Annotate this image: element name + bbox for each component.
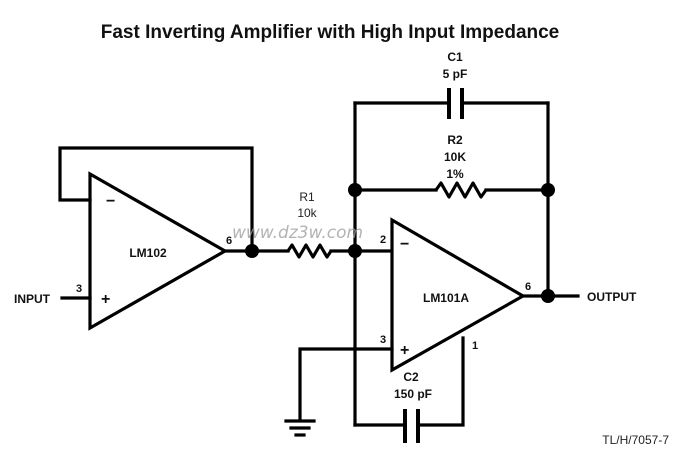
reference-code: TL/H/7057-7 <box>602 433 669 447</box>
junction-node <box>245 244 259 258</box>
c1-label: C1 <box>447 50 463 64</box>
diagram-title: Fast Inverting Amplifier with High Input… <box>101 22 560 43</box>
lm101a-pin6-label: 6 <box>525 281 531 293</box>
c2-label: C2 <box>403 370 419 384</box>
r2-tolerance: 1% <box>446 167 464 181</box>
ground-wire <box>298 347 394 422</box>
lm101a-pin2-label: 2 <box>380 234 386 246</box>
lm101a-noninverting-sign: + <box>400 342 409 359</box>
lm101a-pin3-label: 3 <box>380 334 386 346</box>
watermark: www.dz3w.com <box>232 223 363 243</box>
output-label: OUTPUT <box>587 290 637 304</box>
opamp-lm102-label: LM102 <box>129 246 167 260</box>
input-label: INPUT <box>14 292 51 306</box>
resistor-r2 <box>434 181 488 199</box>
lm101a-inverting-sign: − <box>400 236 409 253</box>
lm101a-pin1-label: 1 <box>472 340 478 352</box>
junction-node <box>541 289 555 303</box>
opamp-lm101a <box>390 217 527 373</box>
junction-node <box>541 183 555 197</box>
opamp-lm102 <box>88 171 229 331</box>
opamp-lm101a-label: LM101A <box>423 291 469 305</box>
r1-value: 10k <box>297 206 317 220</box>
lm102-pin6-label: 6 <box>226 235 232 247</box>
c2-value: 150 pF <box>394 387 432 401</box>
r2-value: 10K <box>444 150 466 164</box>
c1-value: 5 pF <box>443 67 468 81</box>
lm102-pin3-label: 3 <box>76 283 82 295</box>
c2-right-wire <box>416 336 465 427</box>
resistor-r1 <box>286 243 333 259</box>
lm102-noninverting-sign: + <box>101 291 110 308</box>
r2-label: R2 <box>447 133 463 147</box>
lm102-inverting-sign: − <box>106 193 115 210</box>
r1-label: R1 <box>299 190 315 204</box>
junction-node <box>348 183 362 197</box>
lm102-feedback-wire <box>58 146 254 253</box>
